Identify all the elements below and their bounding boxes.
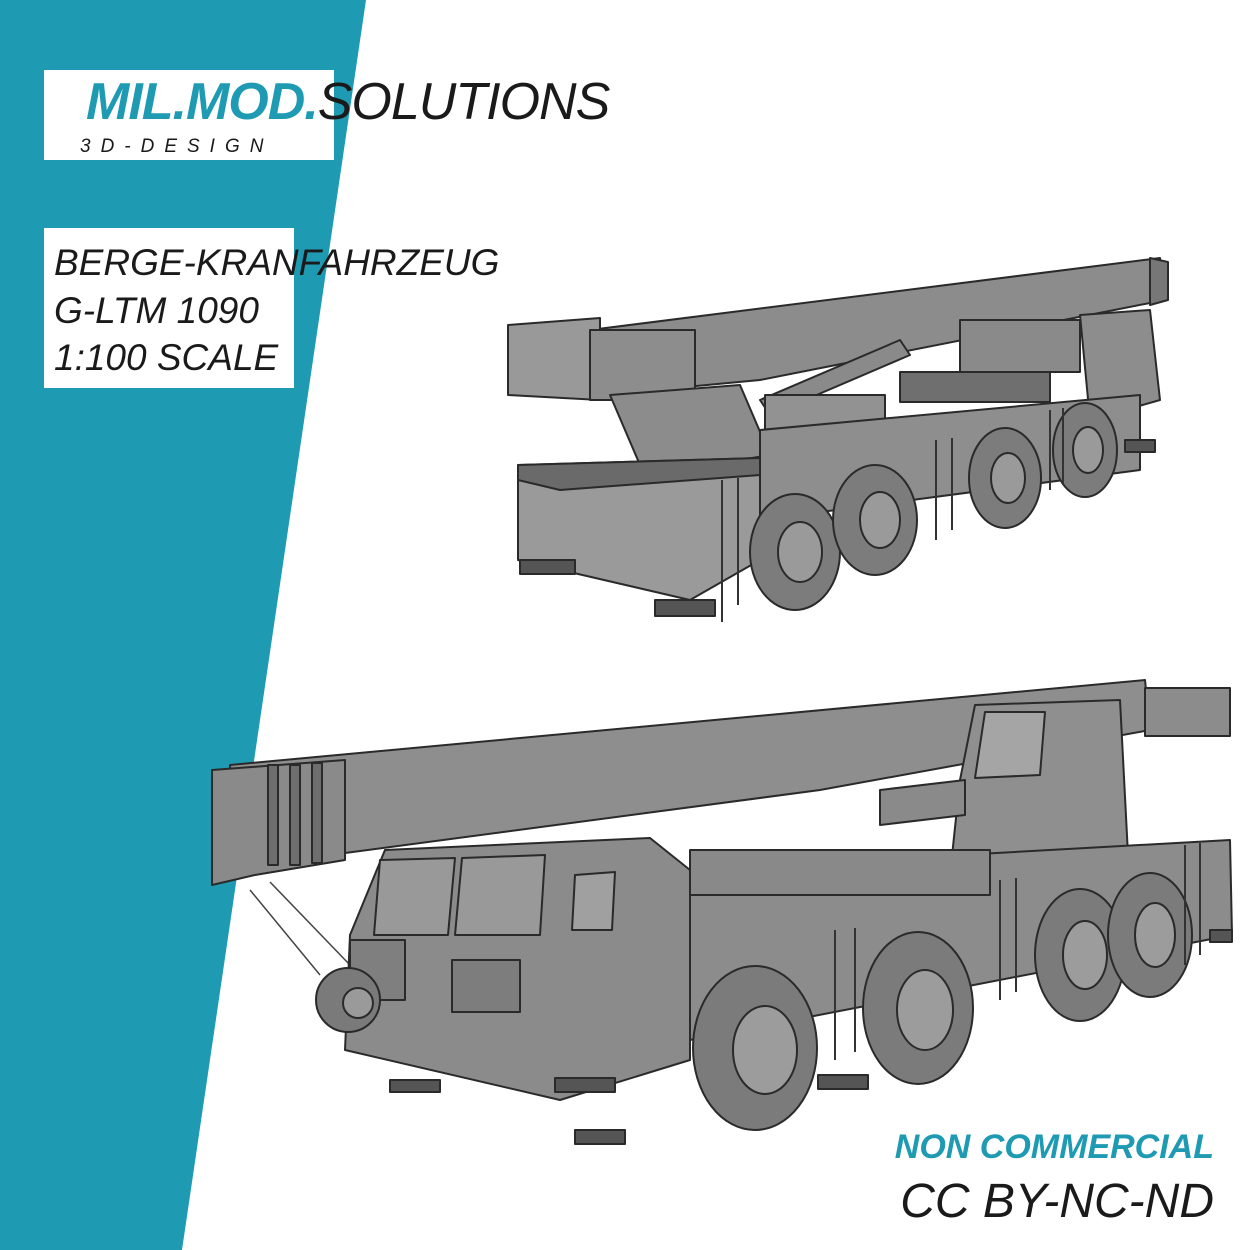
teal-banner: [0, 0, 366, 1250]
brand-tagline: 3D-DESIGN: [80, 136, 274, 157]
product-scale: 1:100 SCALE: [54, 337, 279, 378]
product-name: BERGE-KRANFAHRZEUG: [54, 242, 500, 283]
crane-render-bottom: [211, 679, 1233, 1145]
logo-panel: [44, 70, 334, 160]
license-notice: NON COMMERCIAL: [894, 1128, 1214, 1166]
product-model: G-LTM 1090: [54, 290, 259, 331]
brand-name-rest: SOLUTIONS: [317, 73, 610, 131]
product-title-panel: [44, 228, 294, 388]
brand-logo: MIL.MOD.SOLUTIONS: [86, 72, 610, 132]
crane-render-top: [507, 257, 1169, 622]
license-code: CC BY-NC-ND: [900, 1175, 1214, 1228]
brand-name-accent: MIL.MOD.: [86, 73, 319, 131]
